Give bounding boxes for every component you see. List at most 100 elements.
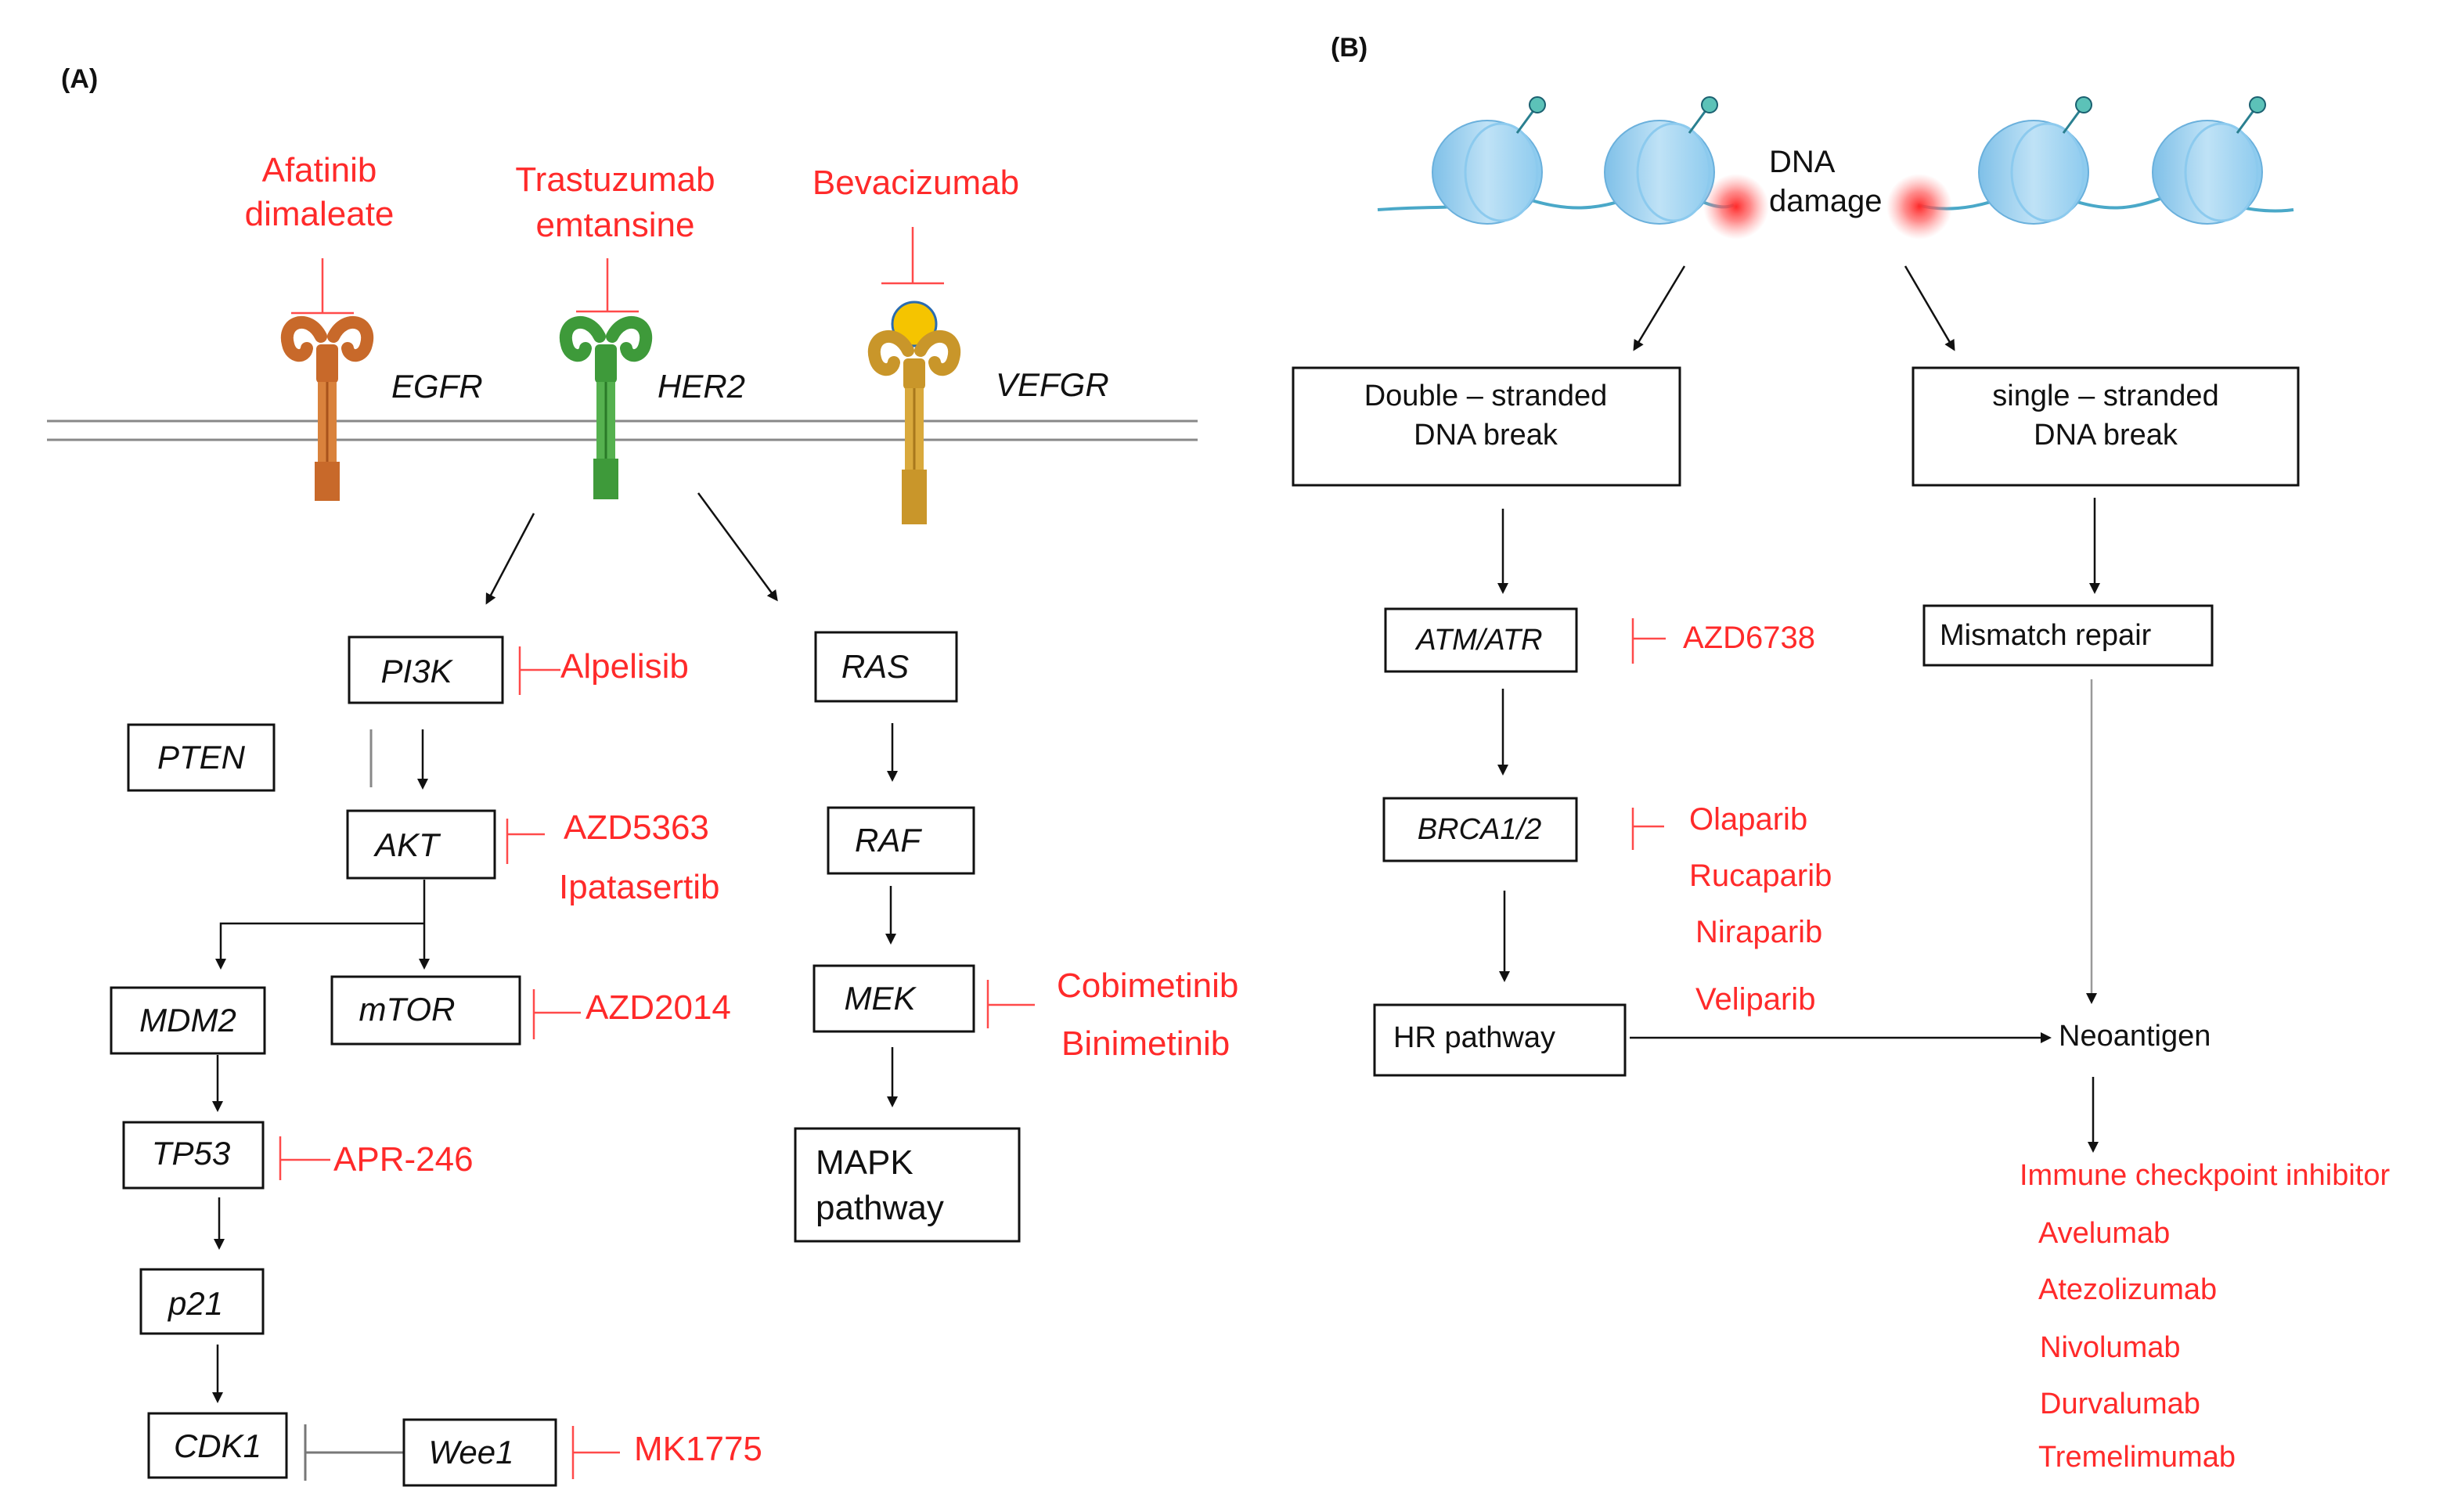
akt-label: AKT	[373, 826, 441, 863]
inhibition-marker	[518, 646, 560, 695]
dna-damage-spot-icon	[1886, 174, 1952, 239]
dna-damage-label: DNA	[1769, 145, 1836, 179]
drug-alpelisib: Alpelisib	[560, 647, 689, 686]
drug-azd6738: AZD6738	[1683, 621, 1815, 655]
ssb-label-line2: DNA break	[2034, 419, 2178, 452]
drug-olaparib: Olaparib	[1689, 802, 1807, 837]
panel-a-label: (A)	[61, 64, 98, 94]
drug-rucaparib: Rucaparib	[1689, 859, 1832, 893]
neoantigen-label: Neoantigen	[2059, 1020, 2211, 1053]
dsb-label: Double – stranded	[1364, 380, 1608, 412]
cell-membrane	[47, 419, 1198, 441]
drug-mk1775: MK1775	[634, 1430, 762, 1468]
nucleosome-icon	[1432, 96, 1546, 225]
her2-receptor-icon	[559, 316, 653, 499]
tp53-label: TP53	[152, 1135, 230, 1172]
panel-b: (B)	[1292, 33, 2390, 1474]
raf-label: RAF	[855, 822, 922, 859]
egfr-label: EGFR	[391, 368, 483, 405]
drug-binimetinib: Binimetinib	[1061, 1024, 1230, 1063]
inhibition-marker	[576, 258, 639, 313]
drug-ipatasertib: Ipatasertib	[559, 868, 719, 906]
drug-nivolumab: Nivolumab	[2040, 1331, 2181, 1364]
cdk1-box	[147, 1412, 288, 1479]
ssb-label: single – stranded	[1992, 380, 2218, 412]
pi3k-box	[348, 635, 504, 704]
brca-box	[1382, 797, 1578, 862]
pten-box	[127, 723, 276, 792]
wee1-box	[402, 1418, 557, 1487]
mismatch-repair-label: Mismatch repair	[1940, 619, 2152, 652]
mek-label: MEK	[844, 980, 917, 1017]
inhibition-marker	[1631, 808, 1664, 850]
inhibition-marker	[279, 1136, 330, 1180]
nucleosome-icon	[2152, 96, 2266, 225]
cdk1-label: CDK1	[174, 1427, 261, 1464]
inhibition-marker	[532, 989, 581, 1039]
mdm2-label: MDM2	[139, 1002, 236, 1039]
drug-atezolizumab: Atezolizumab	[2038, 1273, 2217, 1306]
ssb-box	[1912, 366, 2300, 487]
mek-box	[813, 964, 975, 1033]
arrow	[215, 922, 424, 970]
wee1-label: Wee1	[429, 1434, 514, 1471]
nucleosome-icon	[1604, 96, 1718, 225]
brca-label: BRCA1/2	[1418, 813, 1541, 846]
pi3k-label: PI3K	[380, 653, 453, 689]
akt-box	[346, 809, 496, 880]
arrow	[1633, 265, 1686, 351]
drug-niraparib: Niraparib	[1695, 915, 1822, 949]
atm-atr-box	[1384, 607, 1578, 673]
arrow	[485, 513, 535, 605]
dsb-box	[1292, 366, 1681, 487]
ras-label: RAS	[841, 648, 909, 685]
drug-bevacizumab: Bevacizumab	[813, 164, 1019, 202]
dsb-label-line2: DNA break	[1414, 419, 1558, 452]
mdm2-box	[110, 986, 266, 1055]
inhibition-marker	[881, 227, 944, 285]
mapk-label-line2: pathway	[816, 1189, 944, 1227]
drug-azd5363: AZD5363	[564, 808, 709, 847]
drug-avelumab: Avelumab	[2038, 1217, 2170, 1250]
mapk-box	[794, 1127, 1021, 1243]
inhibition-marker	[571, 1426, 620, 1479]
vefgr-receptor-icon	[867, 301, 961, 524]
tp53-box	[122, 1121, 265, 1190]
p21-label: p21	[167, 1285, 223, 1322]
nucleosome-icon	[1978, 96, 2092, 225]
hr-pathway-label: HR pathway	[1393, 1021, 1555, 1054]
drug-trastuzumab-line2: emtansine	[535, 206, 694, 244]
mtor-label: mTOR	[359, 991, 456, 1028]
pten-label: PTEN	[157, 739, 246, 776]
atm-atr-label: ATM/ATR	[1414, 624, 1542, 657]
ligand-icon	[891, 301, 938, 347]
dna-damage-label-line2: damage	[1769, 184, 1883, 218]
panel-a: (A) Afatinib dimaleate Trastuzumab emtan…	[47, 64, 1238, 1487]
checkpoint-inhibitor-title: Immune checkpoint inhibitor	[2020, 1159, 2390, 1192]
panel-b-label: (B)	[1331, 33, 1367, 63]
arrow	[697, 492, 778, 602]
arrow	[1904, 265, 1955, 351]
p21-box	[139, 1268, 265, 1335]
drug-trastuzumab: Trastuzumab	[515, 160, 715, 199]
mtor-box	[330, 975, 521, 1046]
drug-tremelimumab: Tremelimumab	[2038, 1441, 2236, 1474]
dna-damage-spot-icon	[1703, 174, 1769, 239]
hr-pathway-box	[1373, 1003, 1627, 1077]
drug-veliparib: Veliparib	[1695, 982, 1815, 1017]
inhibition-marker	[1631, 618, 1666, 664]
drug-afatinib: Afatinib	[262, 151, 377, 189]
mapk-label: MAPK	[816, 1143, 913, 1182]
her2-label: HER2	[658, 368, 745, 405]
inhibition-marker	[291, 258, 354, 315]
vefgr-label: VEFGR	[996, 366, 1109, 403]
wee1-cdk1-inhibition	[304, 1424, 404, 1481]
ras-box	[814, 631, 958, 703]
drug-durvalumab: Durvalumab	[2040, 1388, 2200, 1420]
drug-afatinib-line2: dimaleate	[245, 195, 395, 233]
drug-cobimetinib: Cobimetinib	[1057, 967, 1238, 1005]
inhibition-marker	[506, 819, 545, 864]
inhibition-marker	[986, 980, 1035, 1028]
drug-azd2014: AZD2014	[586, 988, 731, 1027]
